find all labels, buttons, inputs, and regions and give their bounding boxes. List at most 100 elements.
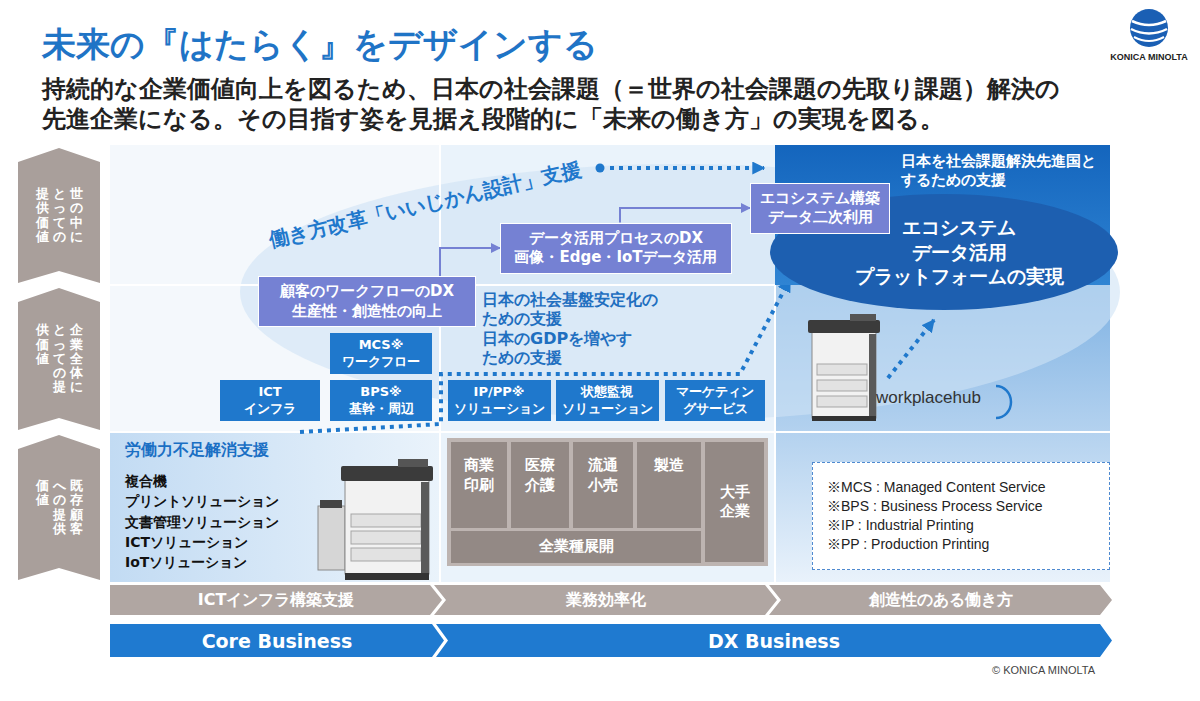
node-text: マーケティン グサービス	[675, 384, 755, 417]
industry-cell: 製造	[637, 442, 701, 528]
logo-arc	[996, 386, 1011, 418]
step-connector	[620, 208, 750, 223]
paper-drawer	[817, 364, 867, 375]
core-ground	[110, 432, 440, 582]
node-text: エコシステム構築 データ二次利用	[759, 189, 881, 228]
copyright: © KONICA MINOLTA	[992, 664, 1095, 676]
node-text: 商業 印刷	[463, 456, 495, 495]
stage-box: エコシステム構築 データ二次利用	[750, 183, 890, 234]
logo-stripe	[1134, 37, 1164, 41]
printer-base	[812, 416, 876, 421]
node-outline-shape	[18, 148, 100, 283]
industry-cell: 商業 印刷	[451, 442, 507, 528]
business-arrow: Core Business	[110, 624, 444, 657]
mfp-illustration	[318, 459, 433, 580]
phase-bar: 業務効率化	[434, 585, 777, 615]
service-box: BPS※ 基幹・周辺	[330, 380, 432, 421]
service-box: 状態監視 ソリューション	[556, 380, 659, 421]
industry-cell: 医療 介護	[511, 442, 569, 528]
workplacehub-illustration	[808, 314, 880, 421]
row-divider	[110, 431, 1110, 433]
finisher-top	[320, 500, 342, 508]
notes-box: ※MCS : Managed Content Service※BPS : Bus…	[812, 462, 1110, 570]
dotted-arrow	[888, 320, 934, 378]
paper-drawer	[351, 514, 421, 527]
node-text: DX Business	[708, 630, 840, 652]
node-text: 複合機 プリントソリューション 文書管理ソリューション ICTソリューション I…	[125, 471, 281, 572]
stage-box: 顧客のワークフローのDX 生産性・創造性の向上	[258, 276, 476, 327]
phase-bar: 創造性のある働き方	[769, 585, 1112, 615]
logo-stripe	[1131, 29, 1167, 34]
value-band: 既存顧客への提供価値	[18, 435, 100, 580]
node-outline-shape	[770, 194, 1118, 310]
node-outline-shape	[434, 585, 777, 615]
node-text: ※PP : Production Printing	[827, 535, 989, 554]
node-outline-shape	[769, 585, 1112, 615]
node-text: 世の中にとっての提供価値	[35, 187, 84, 244]
core-region: 労働力不足解消支援複合機 プリントソリューション 文書管理ソリューション ICT…	[110, 432, 440, 585]
node-outline-shape	[436, 624, 1112, 657]
paper-drawer	[351, 531, 421, 544]
value-band: 世の中にとっての提供価値	[18, 148, 100, 283]
node-text: 製造	[653, 456, 685, 476]
logo-globe	[1130, 9, 1168, 47]
node-outline-shape	[18, 288, 100, 430]
printer-body	[345, 480, 429, 574]
industry-cell: 大手 企業	[705, 442, 764, 562]
business-arrow: DX Business	[436, 624, 1112, 657]
node-text: ※BPS : Business Process Service	[827, 497, 1043, 516]
node-text: 大手 企業	[719, 483, 751, 522]
node-text: 業務効率化	[566, 590, 646, 611]
node-text: 全業種展開	[538, 537, 615, 557]
industry-grid	[447, 438, 768, 566]
paper-drawer	[351, 548, 421, 561]
node-outline-shape	[110, 624, 444, 657]
service-box: マーケティン グサービス	[665, 380, 765, 421]
logo-stripe	[1132, 21, 1166, 25]
column-divider	[774, 285, 776, 582]
product-logo-text: workplacehub	[876, 388, 981, 408]
subtitle: 持続的な企業価値向上を図るため、日本の社会課題（＝世界の社会課題の先取り課題）解…	[42, 74, 1062, 134]
node-text: 創造性のある働き方	[869, 590, 1013, 611]
node-text: 企業全体にとっての提供価値	[35, 323, 84, 395]
node-text: BPS※ 基幹・周辺	[348, 384, 415, 417]
node-text: 状態監視 ソリューション	[561, 384, 654, 417]
node-text: 日本を社会課題解決先進国と するための支援	[901, 152, 1098, 190]
diagram-title: 未来の『はたらく』をデザインする	[42, 22, 598, 68]
leader-dot	[596, 164, 605, 173]
paper-drawer	[817, 380, 867, 391]
node-text: 既存顧客への提供価値	[35, 479, 84, 536]
region-heading: 労働力不足解消支援	[125, 440, 271, 461]
service-box: IP/PP※ ソリューション	[448, 380, 551, 421]
support-note: 日本の社会基盤安定化の ための支援	[482, 290, 660, 328]
node-text: 顧客のワークフローのDX 生産性・創造性の向上	[279, 282, 456, 321]
node-outline-shape	[110, 585, 442, 615]
paper-drawer	[817, 396, 867, 407]
printer-body	[812, 332, 876, 418]
node-text: MCS※ ワークフロー	[341, 337, 421, 370]
printer-base	[345, 573, 429, 580]
control-panel	[850, 314, 876, 321]
value-band: 企業全体にとっての提供価値	[18, 288, 100, 430]
control-panel	[398, 459, 428, 467]
step-connector	[440, 248, 500, 276]
dotted-arrow	[610, 166, 764, 170]
phase-bar: ICTインフラ構築支援	[110, 585, 442, 615]
side-panel	[421, 482, 429, 574]
node-text: Core Business	[202, 630, 353, 652]
node-text: データ活用プロセスのDX 画像・Edge・IoTデータ活用	[513, 229, 719, 268]
industry-cell: 全業種展開	[451, 531, 701, 563]
industry-cell: 流通 小売	[573, 442, 633, 528]
node-text: ※MCS : Managed Content Service	[827, 478, 1046, 497]
scanner	[808, 320, 880, 333]
node-text: ICTインフラ構築支援	[198, 590, 355, 611]
node-outline-shape	[18, 435, 100, 580]
logo-text: KONICA MINOLTA	[1110, 52, 1187, 62]
side-panel	[869, 334, 876, 416]
scanner	[341, 466, 433, 481]
node-text: 医療 介護	[524, 456, 556, 495]
stage-box: データ活用プロセスのDX 画像・Edge・IoTデータ活用	[500, 223, 732, 274]
service-box: MCS※ ワークフロー	[330, 333, 432, 374]
node-text: IP/PP※ ソリューション	[453, 384, 546, 417]
